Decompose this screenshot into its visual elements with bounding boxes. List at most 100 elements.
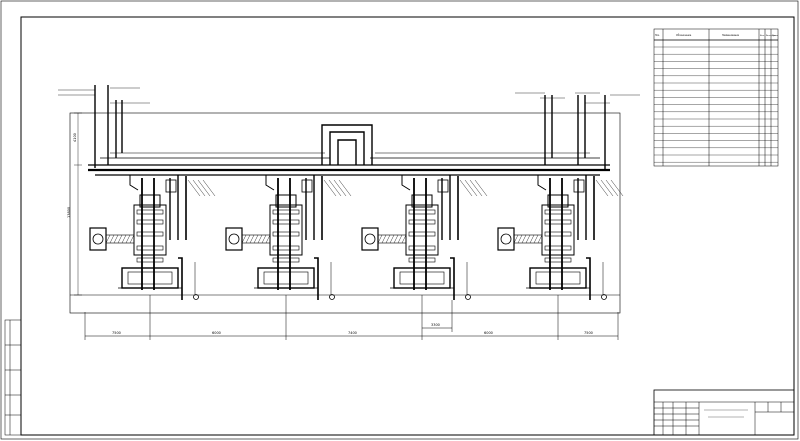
- title-block: [653, 389, 795, 436]
- piping-schematic: 4100 13800 7500 6000 7400 6000 7500 3300: [58, 85, 640, 340]
- flange: [136, 219, 164, 225]
- leader: [464, 179, 478, 197]
- flange: [272, 209, 300, 215]
- hatch-line: [125, 234, 131, 244]
- pump-body: [541, 204, 575, 256]
- valve-top: [275, 194, 297, 208]
- flange: [408, 245, 436, 251]
- flange: [544, 219, 572, 225]
- dim-left-upper: 4100: [73, 133, 77, 142]
- main-header-pipes: [88, 152, 610, 176]
- spec-col-pos: Поз.: [655, 34, 660, 37]
- flange: [544, 257, 572, 263]
- dim-1: 7500: [112, 331, 121, 335]
- leader: [469, 179, 483, 197]
- hatch-line: [401, 234, 407, 244]
- base-inner: [263, 271, 309, 285]
- leader: [197, 179, 211, 197]
- leader: [595, 179, 609, 197]
- binding-strip: [4, 319, 22, 436]
- hatch-line: [261, 234, 267, 244]
- spec-col-name: Наименование: [722, 34, 740, 37]
- bottom-dimension-chain: [84, 295, 619, 340]
- hatch-line: [117, 234, 123, 244]
- drain-pipe: [314, 257, 319, 300]
- pump-body: [269, 204, 303, 256]
- hatch-line: [241, 234, 247, 244]
- dim-4: 6000: [484, 331, 493, 335]
- leader: [459, 179, 473, 197]
- dim-2: 6000: [212, 331, 221, 335]
- dim-3: 7400: [348, 331, 357, 335]
- base-unit: [393, 267, 451, 289]
- hatch-line: [265, 234, 271, 244]
- drain-valve: [329, 294, 335, 300]
- valve: [301, 179, 313, 193]
- hatch-line: [385, 234, 391, 244]
- hatch-line: [533, 234, 539, 244]
- expansion-loop: [321, 124, 373, 165]
- dim-5: 7500: [584, 331, 593, 335]
- riser-pipes: [94, 85, 606, 170]
- flange: [272, 257, 300, 263]
- valve-top: [411, 194, 433, 208]
- valve-top: [547, 194, 569, 208]
- base-unit: [529, 267, 587, 289]
- leader: [600, 179, 614, 197]
- flange: [136, 209, 164, 215]
- base-unit: [257, 267, 315, 289]
- hatch-line: [245, 234, 251, 244]
- leader: [333, 179, 347, 197]
- flange: [136, 245, 164, 251]
- motor-fan: [92, 233, 104, 245]
- leader: [192, 179, 206, 197]
- leader: [328, 179, 342, 197]
- spec-col-designation: Обозначение: [676, 34, 692, 37]
- flange: [544, 245, 572, 251]
- hatch-line: [521, 234, 527, 244]
- leader: [323, 179, 337, 197]
- drain-valve: [601, 294, 607, 300]
- hatch-line: [249, 234, 255, 244]
- flange: [544, 231, 572, 237]
- base-unit: [121, 267, 179, 289]
- base-inner: [127, 271, 173, 285]
- valve-top: [139, 194, 161, 208]
- leader: [474, 179, 488, 197]
- hatch-line: [129, 234, 135, 244]
- spec-col-mass: Масса ед. кг: [766, 35, 775, 37]
- pump-unit: [89, 175, 216, 300]
- valve: [437, 179, 449, 193]
- flange: [408, 219, 436, 225]
- valve: [165, 179, 177, 193]
- hatch-line: [109, 234, 115, 244]
- drain-pipe: [178, 257, 183, 300]
- pump-unit: [497, 175, 624, 300]
- leader: [187, 179, 201, 197]
- leader: [610, 179, 624, 197]
- flange: [136, 231, 164, 237]
- flange: [272, 231, 300, 237]
- hatch-line: [389, 234, 395, 244]
- hatch-line: [537, 234, 543, 244]
- hatch-line: [525, 234, 531, 244]
- hatch-line: [377, 234, 383, 244]
- motor-fan: [228, 233, 240, 245]
- motor-fan: [364, 233, 376, 245]
- drain-valve: [193, 294, 199, 300]
- elbow: [265, 175, 275, 191]
- spec-table-rows: [654, 46, 778, 163]
- flange: [408, 231, 436, 237]
- top-leaders: [58, 87, 640, 104]
- pump-units: [89, 175, 624, 300]
- base-inner: [399, 271, 445, 285]
- valve: [573, 179, 585, 193]
- pump-unit: [225, 175, 352, 300]
- elbow: [401, 175, 411, 191]
- leader: [338, 179, 352, 197]
- building-outline: [69, 112, 621, 314]
- spec-col-note: Прим.: [772, 35, 779, 37]
- flange: [408, 257, 436, 263]
- hatch-line: [105, 234, 111, 244]
